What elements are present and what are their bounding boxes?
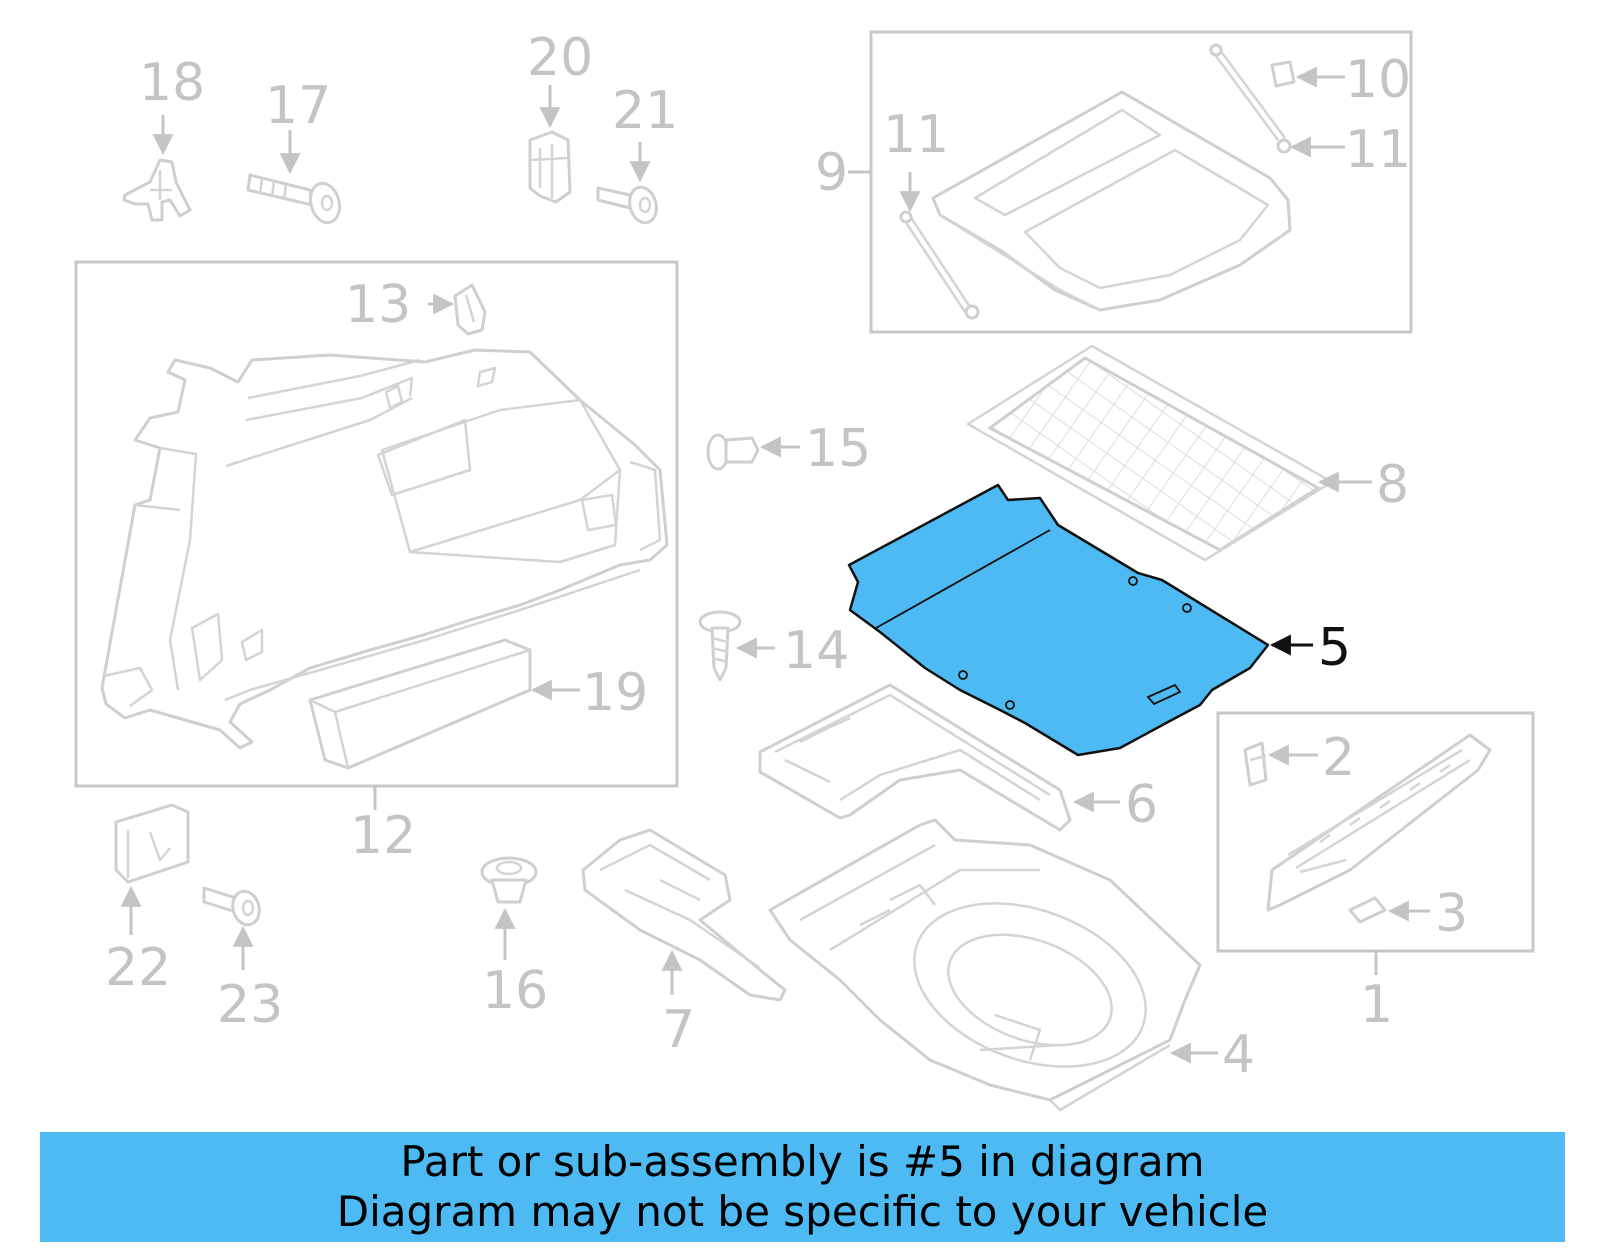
part-23-bolt <box>202 886 261 970</box>
part-8-cargo-net <box>966 344 1372 562</box>
part-12-quarter-trim <box>100 348 669 810</box>
label-2: 2 <box>1322 728 1355 788</box>
part-1-sill-group <box>1243 733 1492 975</box>
label-19: 19 <box>582 663 648 723</box>
part-9-cargo-deck <box>848 43 1345 320</box>
part-5-floor-mat <box>847 483 1313 757</box>
label-9: 9 <box>815 143 848 203</box>
label-12: 12 <box>350 806 416 866</box>
part-18-clip <box>122 115 192 222</box>
label-13: 13 <box>345 275 411 335</box>
part-16-grommet <box>480 856 538 960</box>
label-11-left: 11 <box>883 105 949 165</box>
part-7-side-rail <box>581 828 787 1002</box>
label-17: 17 <box>265 76 331 136</box>
info-banner: Part or sub-assembly is #5 in diagram Di… <box>40 1132 1565 1242</box>
label-6: 6 <box>1125 775 1158 835</box>
part-19-storage-box <box>308 638 580 770</box>
label-5: 5 <box>1318 618 1351 678</box>
label-20: 20 <box>527 28 593 88</box>
part-17-bolt <box>246 130 341 225</box>
part-13-clip <box>428 283 487 336</box>
label-11-right: 11 <box>1345 120 1411 180</box>
label-14: 14 <box>783 621 849 681</box>
part-20-clip <box>528 85 572 204</box>
label-15: 15 <box>805 419 871 479</box>
label-21: 21 <box>612 81 678 141</box>
label-22: 22 <box>105 938 171 998</box>
label-10: 10 <box>1345 50 1411 110</box>
part-4-floor-pan <box>768 818 1218 1112</box>
label-23: 23 <box>217 975 283 1035</box>
part-14-screw <box>698 610 775 682</box>
label-7: 7 <box>662 1000 695 1060</box>
part-21-bolt <box>596 142 658 225</box>
part-22-bracket <box>114 803 190 935</box>
part-15-push-pin <box>706 433 800 471</box>
banner-line-part: Part or sub-assembly is #5 in diagram <box>400 1137 1205 1186</box>
label-1: 1 <box>1360 975 1393 1035</box>
group-box-9 <box>869 30 1413 334</box>
label-8: 8 <box>1376 455 1409 515</box>
label-16: 16 <box>482 961 548 1021</box>
label-4: 4 <box>1222 1025 1255 1085</box>
label-3: 3 <box>1435 884 1468 944</box>
label-18: 18 <box>139 53 205 113</box>
banner-line-disclaimer: Diagram may not be specific to your vehi… <box>336 1187 1269 1236</box>
part-6-foam-tray <box>758 683 1120 832</box>
